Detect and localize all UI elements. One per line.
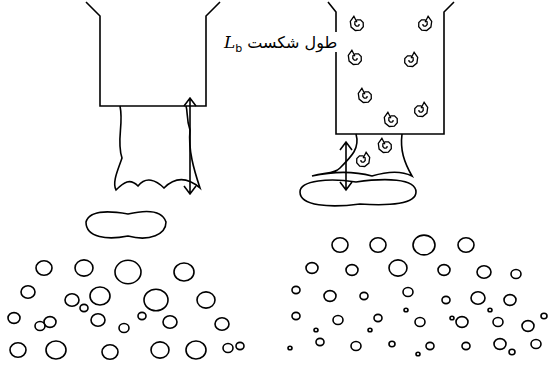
- droplet: [351, 342, 361, 351]
- length-symbol: L: [224, 32, 235, 52]
- droplet: [75, 260, 93, 276]
- droplet: [174, 263, 194, 281]
- droplet: [415, 318, 425, 327]
- droplet: [65, 294, 79, 307]
- nozzle: [328, 2, 454, 134]
- droplet: [426, 342, 434, 349]
- liquid-ligament: [300, 180, 416, 206]
- droplet: [314, 328, 318, 332]
- droplet: [404, 308, 408, 312]
- droplet: [458, 238, 474, 252]
- droplet: [119, 324, 129, 333]
- droplet: [450, 316, 454, 320]
- droplet: [493, 318, 503, 327]
- droplet: [46, 341, 66, 359]
- droplet: [316, 338, 324, 345]
- droplet: [389, 260, 407, 276]
- droplet: [522, 321, 534, 332]
- droplet: [144, 289, 168, 311]
- droplet: [115, 260, 141, 283]
- droplet: [223, 344, 233, 353]
- turbulence-eddies: [348, 16, 431, 166]
- droplet: [462, 342, 470, 349]
- droplet: [477, 266, 491, 279]
- droplet: [511, 270, 521, 279]
- eddy: [348, 50, 361, 64]
- droplet: [346, 265, 358, 276]
- droplet: [306, 263, 318, 274]
- droplet: [488, 308, 492, 312]
- liquid-jet: [115, 106, 200, 190]
- nozzle: [86, 2, 220, 106]
- droplet: [36, 261, 52, 275]
- eddy: [405, 52, 418, 66]
- droplet: [333, 316, 343, 325]
- droplet: [389, 341, 395, 346]
- droplet: [91, 314, 105, 327]
- droplet: [292, 286, 300, 293]
- droplet: [416, 352, 420, 356]
- droplet: [509, 349, 515, 354]
- droplet: [541, 313, 547, 318]
- droplet: [102, 345, 118, 359]
- droplet: [90, 287, 110, 305]
- droplet: [215, 318, 229, 331]
- droplet: [413, 235, 435, 255]
- droplet: [360, 292, 368, 299]
- droplet: [438, 265, 450, 276]
- length-arrow: [340, 142, 352, 190]
- droplet: [370, 238, 386, 252]
- droplet: [374, 314, 382, 321]
- droplet: [10, 343, 26, 357]
- breakup-length-label: Lb طول شکست: [222, 32, 339, 52]
- droplet: [186, 341, 206, 359]
- droplet: [504, 295, 516, 306]
- droplet: [197, 292, 215, 308]
- eddy: [419, 16, 432, 30]
- liquid-ligament: [86, 212, 166, 238]
- droplet: [471, 292, 485, 305]
- droplet: [324, 291, 336, 302]
- droplet: [236, 342, 244, 349]
- eddy: [378, 138, 391, 152]
- droplet: [292, 312, 300, 319]
- eddy: [415, 102, 428, 116]
- droplet: [456, 317, 468, 328]
- droplet: [368, 328, 372, 332]
- turbulent-jet: [312, 134, 412, 176]
- droplet: [288, 346, 292, 350]
- droplet: [163, 316, 177, 329]
- droplet: [531, 340, 541, 349]
- eddy: [350, 16, 363, 30]
- droplet: [494, 339, 506, 350]
- droplet: [403, 288, 413, 297]
- breakup-length-text: طول شکست: [247, 33, 337, 52]
- droplet: [442, 296, 450, 303]
- eddy: [358, 88, 371, 102]
- droplet: [21, 286, 35, 299]
- droplet: [44, 317, 56, 328]
- droplet: [151, 342, 169, 358]
- eddy: [384, 112, 397, 126]
- droplets: [8, 235, 547, 359]
- droplet: [35, 322, 45, 331]
- droplet: [80, 304, 88, 311]
- symbol-subscript: b: [235, 42, 242, 55]
- length-arrow: [184, 98, 196, 194]
- eddy: [357, 152, 370, 166]
- droplet: [138, 312, 146, 319]
- droplet: [332, 238, 348, 252]
- droplet: [8, 313, 20, 324]
